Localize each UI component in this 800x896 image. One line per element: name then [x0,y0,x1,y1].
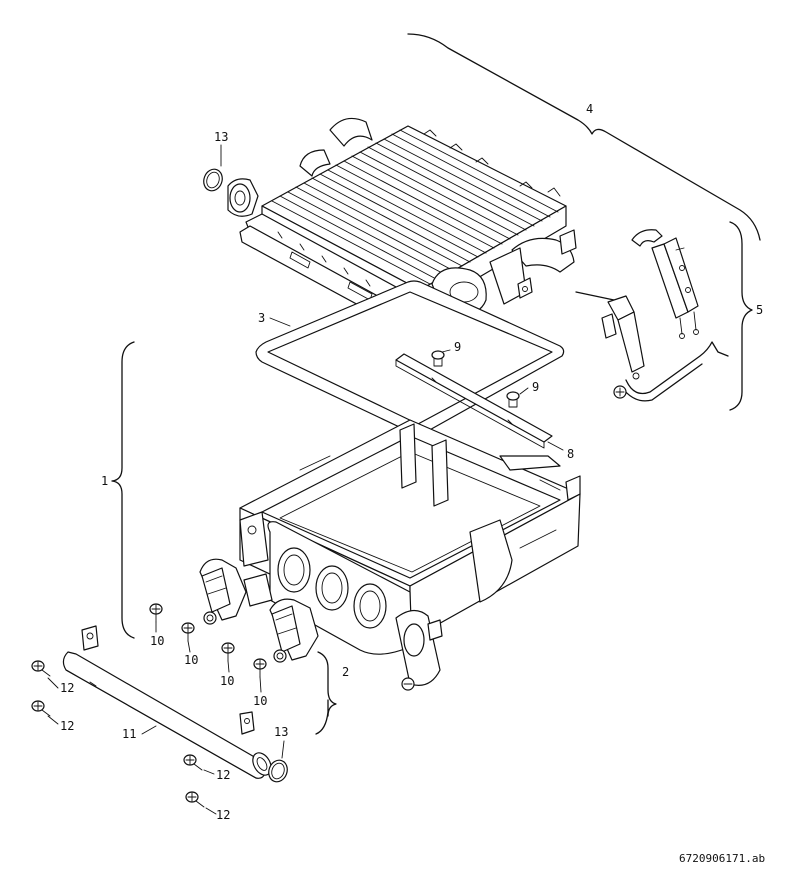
brace-part-2 [315,651,337,735]
clip-left [199,558,247,625]
screw-10-c [221,642,235,662]
burner-housing [239,419,581,691]
screw-10-d [253,658,267,678]
screw-12-a [31,660,51,677]
ignition-electrode-set [575,229,729,402]
screw-9-upper [431,350,445,367]
callout-12-d: 12 [216,808,230,822]
brace-part-1 [111,341,135,639]
brace-part-5 [729,221,753,411]
callout-labels: 13 4 5 3 9 9 8 1 2 10 10 10 10 12 12 11 … [60,102,763,822]
screw-12-c [183,754,203,771]
callout-12-c: 12 [216,768,230,782]
screw-10-a [149,603,163,623]
callout-13-bottom: 13 [274,725,288,739]
callout-13-top: 13 [214,130,228,144]
screw-12-d [185,791,205,808]
gas-manifold-tube [62,625,272,779]
callout-12-b: 12 [60,719,74,733]
callout-10-d: 10 [253,694,267,708]
callout-8: 8 [567,447,574,461]
callout-9-upper: 9 [454,340,461,354]
callout-4: 4 [586,102,593,116]
callout-10-c: 10 [220,674,234,688]
screw-10-b [181,622,195,642]
callout-9-lower: 9 [532,380,539,394]
brace-part-4 [407,33,761,241]
leader-lines [47,144,564,815]
clip-right [269,598,319,663]
callout-3: 3 [258,311,265,325]
callout-10-a: 10 [150,634,164,648]
document-id: 6720906171.ab [679,852,765,865]
o-ring-bottom [268,759,288,783]
callout-12-a: 12 [60,681,74,695]
callout-5: 5 [756,303,763,317]
heat-exchanger [227,117,577,335]
callout-10-b: 10 [184,653,198,667]
callout-1: 1 [101,474,108,488]
callout-2: 2 [342,665,349,679]
screw-9-lower [506,391,520,408]
retaining-bar [395,353,553,449]
screw-12-b [31,700,51,717]
o-ring-top [203,168,223,192]
callout-11: 11 [122,727,136,741]
